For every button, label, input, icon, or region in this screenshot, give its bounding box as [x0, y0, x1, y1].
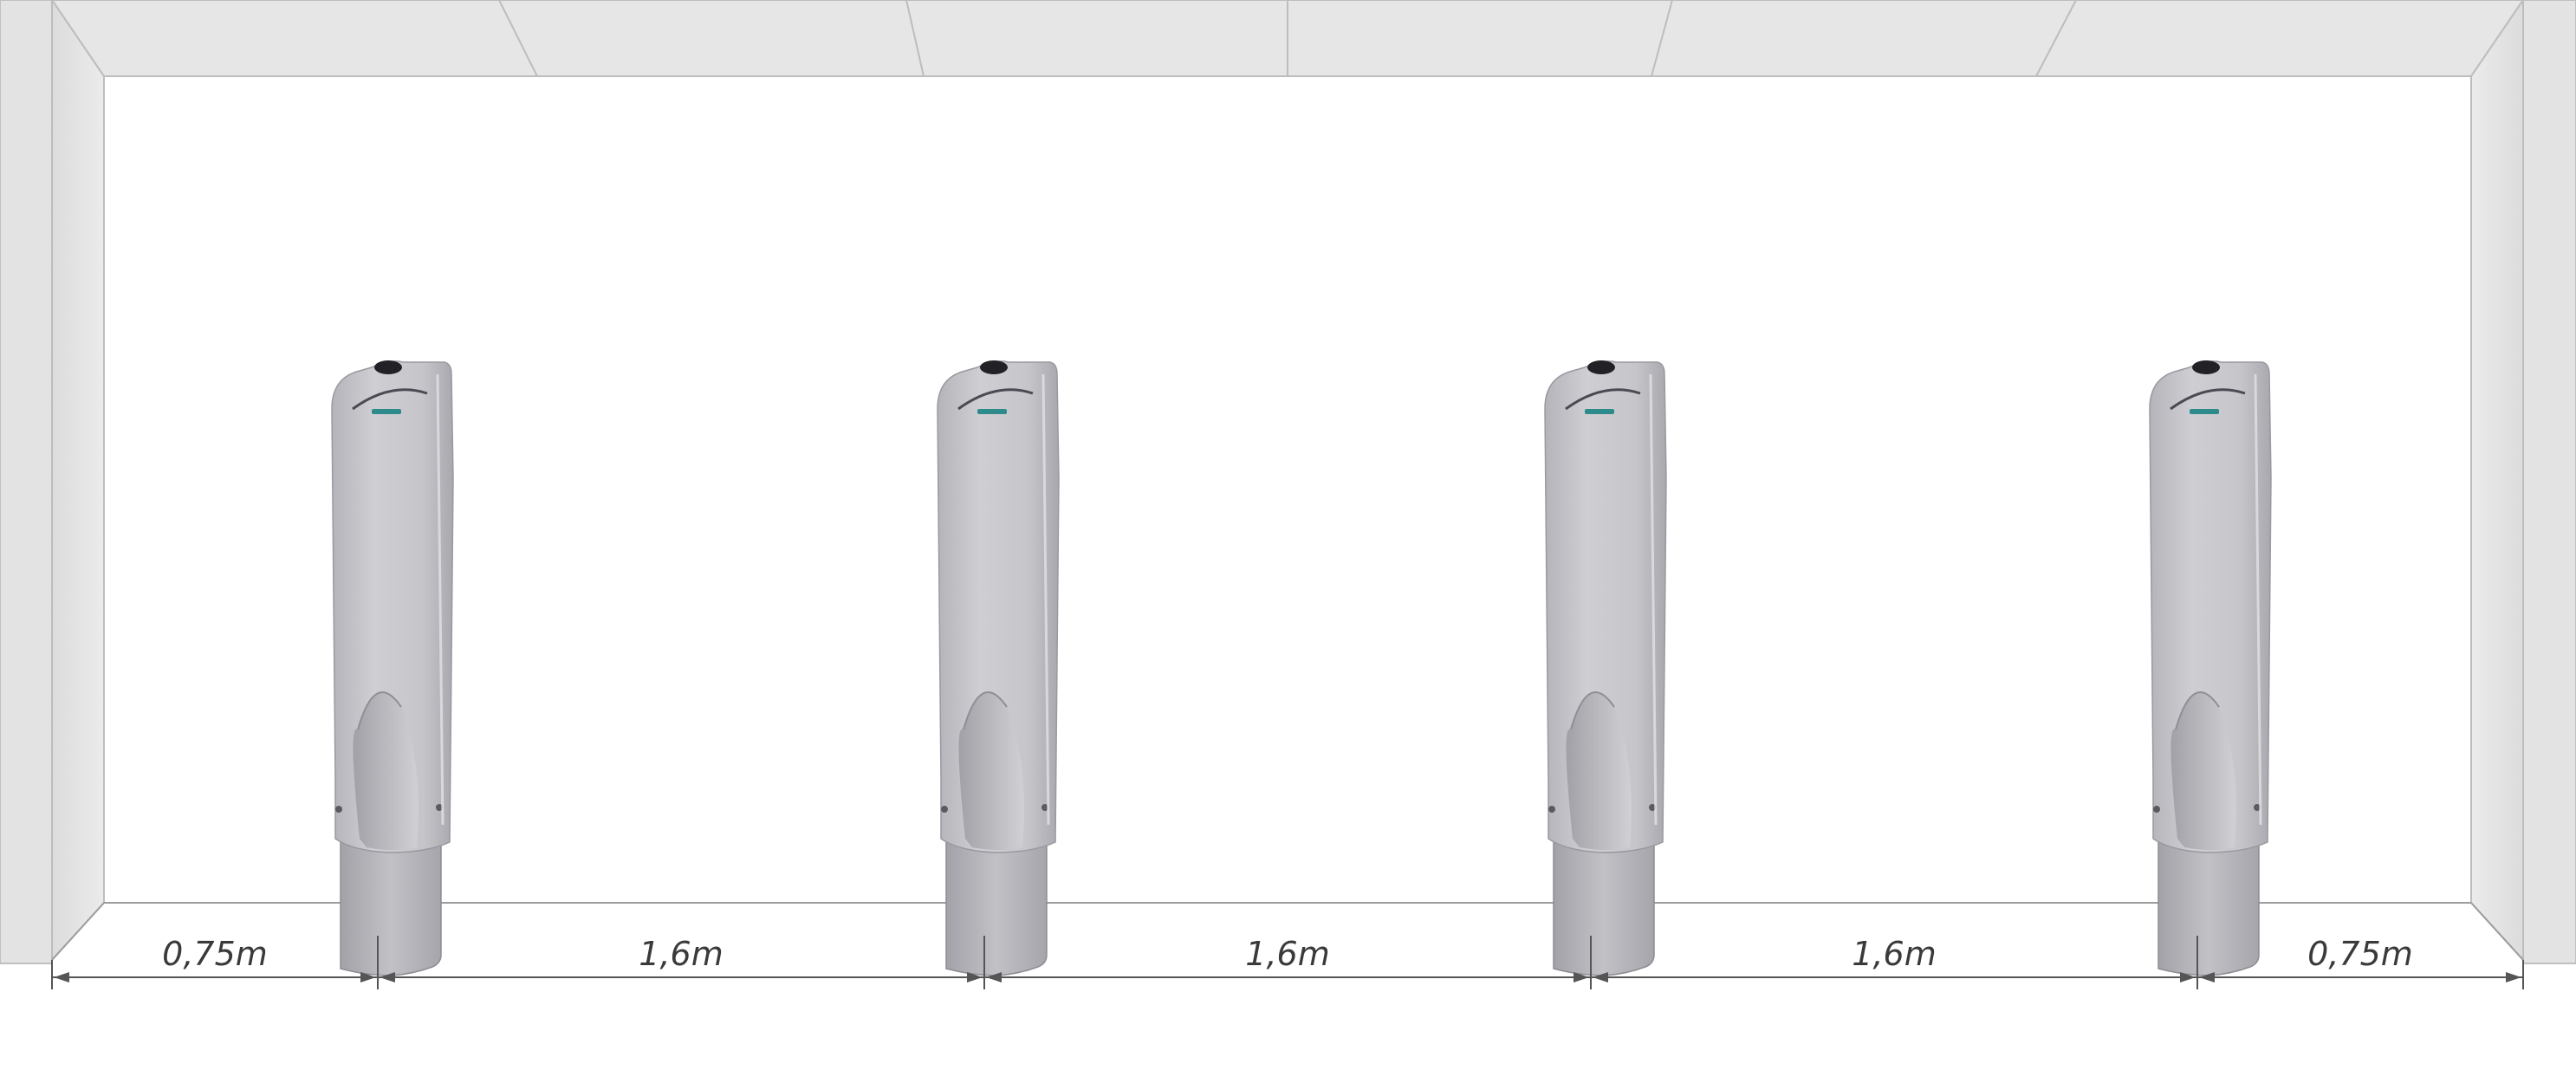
antenna-4: [2148, 359, 2273, 977]
dimension-label-gap-2: 1,6m: [1245, 935, 1329, 973]
floor: [51, 902, 2524, 961]
left-wall: [0, 0, 105, 964]
antenna-1: [330, 359, 455, 977]
right-wall: [2470, 0, 2576, 964]
dimension-line: [51, 936, 2524, 989]
antenna-2: [936, 359, 1061, 977]
dimension-label-gap-1: 1,6m: [639, 935, 723, 973]
dimension-label-left: 0,75m: [162, 935, 268, 973]
antenna-3: [1543, 359, 1668, 977]
ceiling: [50, 0, 2525, 77]
dimension-label-right: 0,75m: [2307, 935, 2413, 973]
dimension-arrows: [54, 972, 2521, 982]
dimension-label-gap-3: 1,6m: [1852, 935, 1936, 973]
